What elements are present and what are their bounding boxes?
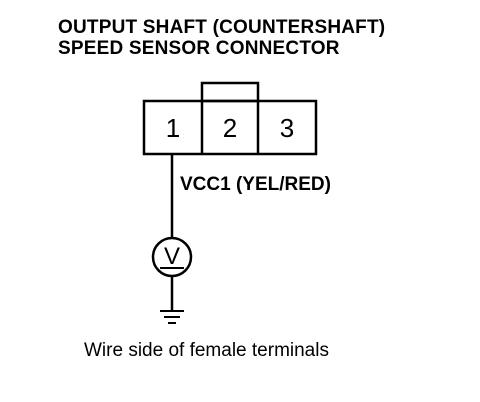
ground-icon: [160, 310, 184, 324]
voltmeter-icon: V: [151, 236, 193, 278]
diagram-title-line1: OUTPUT SHAFT (COUNTERSHAFT): [58, 17, 386, 38]
connector-lock-tab: [200, 81, 260, 103]
diagram-caption: Wire side of female terminals: [84, 340, 329, 361]
pin-1-label: 1: [166, 113, 180, 143]
voltmeter-symbol: V: [164, 243, 180, 270]
diagram-title-line2: SPEED SENSOR CONNECTOR: [58, 38, 340, 59]
connector: [142, 81, 318, 156]
pin-3-label: 3: [280, 113, 294, 143]
wire-label: VCC1 (YEL/RED): [180, 174, 331, 195]
pin-2-label: 2: [223, 113, 237, 143]
